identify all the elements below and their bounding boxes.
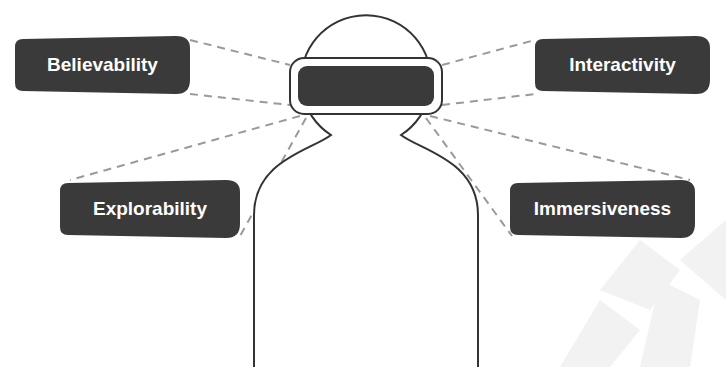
leader-line — [70, 116, 300, 180]
label-tab: Immersiveness — [510, 180, 695, 238]
label-text: Explorability — [85, 198, 215, 220]
tab-outline — [60, 180, 240, 238]
leader-line — [442, 94, 535, 105]
watermark-shape — [560, 300, 640, 367]
label-text: Believability — [39, 54, 166, 76]
leader-line — [442, 40, 535, 65]
tab-outline — [535, 36, 710, 94]
watermark — [560, 220, 726, 367]
label-tab: Interactivity — [535, 36, 710, 94]
label-text: Interactivity — [561, 54, 684, 76]
leader-line — [190, 40, 290, 65]
watermark-shape — [600, 240, 680, 310]
tab-outline — [15, 36, 190, 94]
tab-outline — [510, 180, 695, 238]
leader-line — [190, 94, 290, 105]
leader-line — [430, 116, 690, 180]
label-tab: Explorability — [60, 180, 240, 238]
person-outline — [254, 15, 478, 367]
headset-visor — [298, 66, 434, 106]
label-text: Immersiveness — [526, 198, 679, 220]
headset-frame — [290, 58, 442, 114]
label-tab: Believability — [15, 36, 190, 94]
